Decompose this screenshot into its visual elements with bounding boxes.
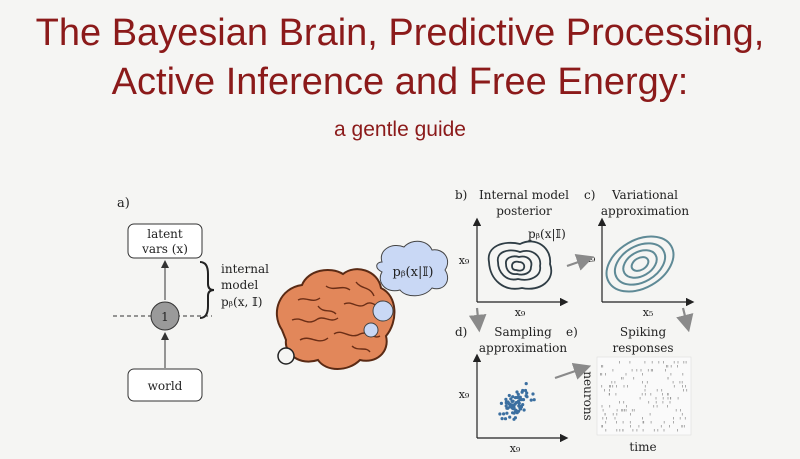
scatter-point: [521, 398, 526, 402]
panel-b-label: b): [455, 188, 467, 202]
panel-d-y-label: x₉: [459, 388, 470, 401]
arrow-c-to-e: [676, 307, 694, 333]
scatter-point: [515, 395, 519, 400]
scatter-point: [524, 382, 528, 386]
scatter-point: [529, 398, 533, 402]
scatter-point: [512, 417, 516, 421]
scatter-point: [522, 408, 526, 412]
scatter-point: [517, 399, 521, 403]
panel-e: e) Spiking responses neurons time: [566, 325, 692, 454]
page-title-line-1: The Bayesian Brain, Predictive Processin…: [35, 12, 765, 54]
scatter-point: [520, 390, 524, 394]
scatter-point: [508, 415, 512, 419]
page-subtitle: a gentle guide: [334, 118, 466, 141]
cerebellum-shape: [277, 347, 295, 365]
world-box: [127, 368, 203, 402]
scatter-point: [502, 412, 506, 416]
thought-bubble: [376, 240, 449, 297]
scatter-point: [515, 390, 519, 394]
internal-model-label-1: internal: [221, 262, 269, 276]
panel-c-x-label: x₅: [643, 306, 654, 319]
panel-d-x-label: x₉: [510, 442, 521, 455]
panel-c-title-2: approximation: [601, 204, 690, 218]
scatter-point: [508, 402, 512, 406]
sensory-node: [150, 301, 180, 331]
panel-c-title-1: Variational: [611, 188, 678, 202]
panel-b-x-label: x₉: [515, 306, 526, 319]
arrow-b-to-d: [468, 307, 487, 333]
latent-vars-box: [127, 223, 203, 259]
scatter-point: [518, 406, 522, 410]
panel-e-y-label: neurons: [581, 371, 595, 420]
spike-raster: [600, 361, 688, 432]
scatter-point: [500, 417, 504, 421]
panel-c-contours: [605, 235, 675, 293]
scatter-point: [515, 411, 519, 415]
scatter-point: [498, 412, 502, 416]
panel-b-title-1: Internal model: [479, 188, 569, 202]
scatter-point: [503, 417, 508, 421]
scatter-point: [499, 401, 503, 405]
panel-d-title-2: approximation: [479, 341, 568, 355]
panel-a: a) latent vars (x) 1 world internal mode…: [113, 196, 269, 402]
panel-b-contours: [487, 240, 553, 290]
arrow-d-to-e: [554, 362, 592, 380]
scatter-point: [512, 406, 516, 410]
panel-b-annotation: pᵦ(x|𝕀): [528, 227, 566, 241]
scatter-point: [513, 402, 517, 406]
thought-bubble-dot-small: [363, 322, 379, 338]
panel-b: b) Internal model posterior x₉ x₉ pᵦ(x|𝕀…: [455, 188, 569, 319]
scatter-point: [508, 405, 512, 409]
panel-d: d) Sampling approximation x₉ x₉: [455, 325, 569, 455]
arrow-b-to-c: [566, 254, 595, 271]
scatter-point: [504, 397, 508, 401]
scatter-point: [525, 391, 529, 395]
panel-d-scatter: [498, 382, 536, 421]
panel-e-title-1: Spiking: [620, 325, 667, 339]
panel-e-label: e): [566, 325, 578, 339]
scatter-point: [511, 395, 515, 399]
scatter-point: [506, 400, 510, 404]
scatter-point: [512, 411, 516, 415]
panel-c: c) Variational approximation x₉ x₅: [584, 188, 695, 319]
scatter-point: [505, 411, 509, 415]
panel-a-label: a): [117, 196, 130, 211]
sensory-node-label: 1: [161, 310, 169, 324]
thought-formula: pᵦ(x|𝕀): [393, 265, 434, 280]
panel-d-title-1: Sampling: [494, 325, 552, 339]
panel-d-label: d): [455, 325, 467, 339]
panel-b-y-label: x₉: [459, 254, 470, 267]
internal-model-formula: pᵦ(x, 𝕀): [221, 295, 262, 309]
scatter-point: [523, 388, 528, 393]
scatter-point: [531, 392, 535, 396]
scatter-point: [507, 393, 511, 398]
latent-label: latent: [147, 227, 183, 241]
thought-bubble-dot-large: [372, 300, 394, 322]
scatter-point: [524, 394, 528, 398]
brain-illustration: pᵦ(x|𝕀): [275, 240, 449, 370]
panel-e-title-2: responses: [612, 341, 673, 355]
scatter-point: [532, 398, 536, 402]
panel-b-title-2: posterior: [496, 204, 552, 218]
internal-model-label-2: model: [221, 278, 258, 292]
scatter-point: [516, 392, 520, 396]
latent-vars-label: vars (x): [141, 242, 188, 256]
scatter-point: [504, 404, 508, 408]
page-title-line-2: Active Inference and Free Energy:: [111, 61, 689, 103]
panel-e-x-label: time: [629, 440, 656, 454]
scatter-point: [509, 397, 513, 401]
scatter-point: [510, 399, 514, 403]
internal-model-brace: [199, 261, 215, 319]
panel-c-label: c): [584, 188, 595, 202]
world-label: world: [148, 379, 183, 393]
